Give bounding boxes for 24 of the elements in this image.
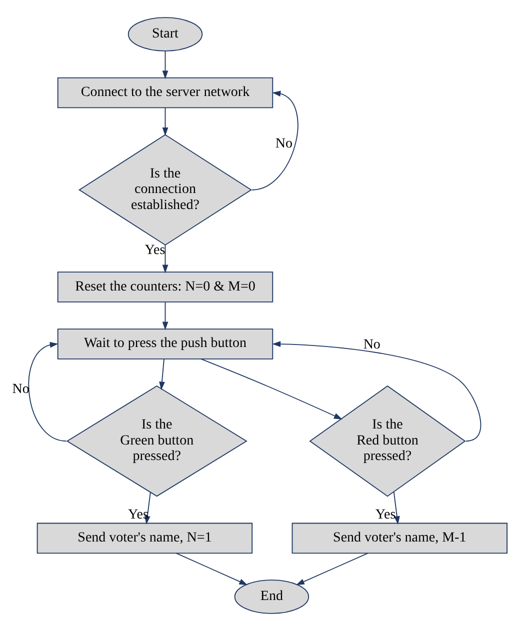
node-diamond: Is the Red button pressed? bbox=[309, 385, 466, 497]
arrow bbox=[162, 50, 168, 80]
node-box: Connect to the server network bbox=[57, 77, 274, 108]
node-box: Reset the counters: N=0 & M=0 bbox=[57, 272, 274, 302]
node-diamond: Is the connection established? bbox=[78, 134, 252, 246]
arrow bbox=[272, 341, 482, 442]
edge-label: No bbox=[275, 136, 293, 152]
arrow bbox=[252, 90, 298, 190]
node-box: Send voter's name, N=1 bbox=[36, 522, 253, 554]
arrow bbox=[162, 244, 168, 274]
arrow bbox=[162, 302, 168, 330]
node-ellipse: Start bbox=[128, 17, 203, 52]
arrow bbox=[176, 552, 248, 586]
arrow bbox=[162, 107, 168, 136]
node-box: Wait to press the push button bbox=[57, 328, 274, 360]
node-box: Send voter's name, M-1 bbox=[292, 522, 508, 554]
edge-label: No bbox=[363, 338, 380, 353]
arrow bbox=[296, 552, 368, 586]
arrow bbox=[393, 491, 400, 525]
node-diamond: Is the Green button pressed? bbox=[66, 385, 248, 497]
arrow bbox=[159, 358, 165, 390]
arrow bbox=[28, 342, 67, 442]
arrow bbox=[200, 358, 342, 420]
edge-label: Yes bbox=[375, 508, 396, 523]
